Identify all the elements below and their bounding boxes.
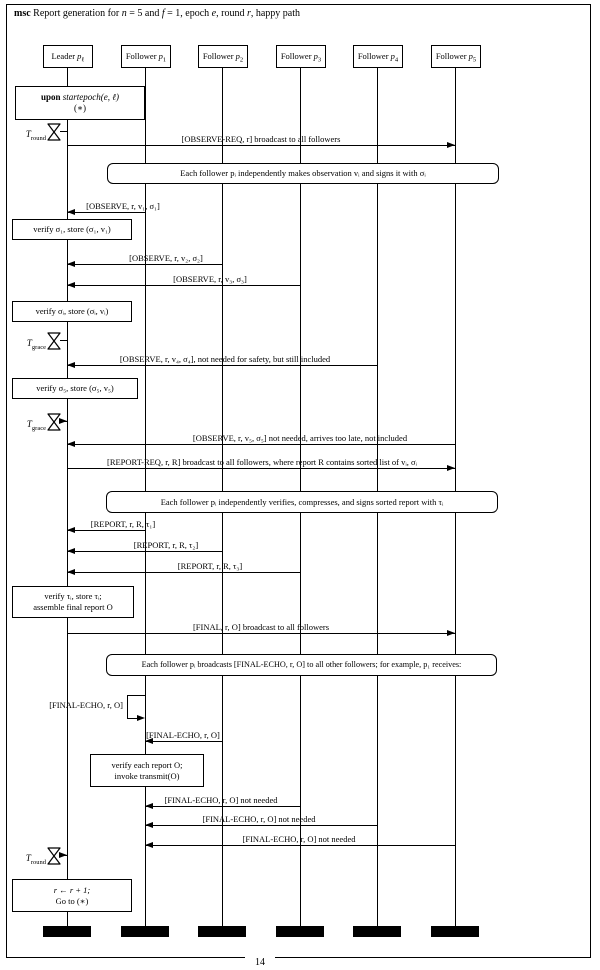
action-next-round: r ← r + 1; Go to (∗) <box>12 879 132 912</box>
msc-title: msc Report generation for n = 5 and f = … <box>14 8 301 19</box>
message-label: [FINAL-ECHO, r, O] <box>49 700 123 710</box>
hourglass-icon <box>47 123 61 141</box>
participant-follower2: Follower p2 <box>198 45 248 68</box>
message-label: [REPORT, r, R, τ₂] <box>133 540 199 550</box>
participant-follower5: Follower p5 <box>431 45 481 68</box>
message-label: [FINAL-ECHO, r, O] not needed <box>202 814 316 824</box>
note-observation: Each follower pᵢ independently makes obs… <box>107 163 499 184</box>
hourglass-icon <box>47 413 61 431</box>
message-label: [FINAL-ECHO, r, O] not needed <box>242 834 356 844</box>
msc-keyword: msc <box>14 8 31 19</box>
participant-follower3: Follower p3 <box>276 45 326 68</box>
hourglass-icon <box>47 847 61 865</box>
message-label: [OBSERVE, r, v₁, σ₁] <box>86 201 160 211</box>
message-label: [REPORT, r, R, τ₁] <box>90 519 156 529</box>
lifeline-leader <box>67 67 68 926</box>
message-label: [REPORT-REQ, r, R] broadcast to all foll… <box>106 457 418 467</box>
action-verify-sigma5: verify σ₅, store (σ₅, v₅) <box>12 378 138 399</box>
lifeline-end-bar <box>353 926 401 937</box>
note-report-signing: Each follower pᵢ independently verifies,… <box>106 491 498 513</box>
participant-follower1: Follower p1 <box>121 45 171 68</box>
message-label: [OBSERVE, r, v₃, σ₃] <box>173 274 247 284</box>
action-verify-sigmai: verify σᵢ, store (σᵢ, vᵢ) <box>12 301 132 322</box>
message-label: [OBSERVE, r, v₅, σ₅] not needed, arrives… <box>192 433 408 443</box>
lifeline-end-bar <box>43 926 91 937</box>
action-verify-sigma1: verify σ₁, store (σ₁, v₁) <box>12 219 132 240</box>
message-label: [FINAL, r, O] broadcast to all followers <box>192 622 330 632</box>
participant-follower4: Follower p4 <box>353 45 403 68</box>
lifeline-end-bar <box>276 926 324 937</box>
lifeline-end-bar <box>198 926 246 937</box>
lifeline-end-bar <box>431 926 479 937</box>
action-p1-verify-transmit: verify each report O; invoke transmit(O) <box>90 754 204 787</box>
message-label: [REPORT, r, R, τ₃] <box>177 561 243 571</box>
participant-leader: Leader pℓ <box>43 45 93 68</box>
message-label: [FINAL-ECHO, r, O] not needed <box>164 795 278 805</box>
hourglass-icon <box>47 332 61 350</box>
note-final-echo: Each follower pᵢ broadcasts [FINAL-ECHO,… <box>106 654 497 676</box>
msc-frame <box>6 4 591 958</box>
page-number: 14 <box>245 957 275 968</box>
message-label: [OBSERVE-REQ, r] broadcast to all follow… <box>181 134 341 144</box>
action-upon-startepoch: upon startepoch(e, ℓ) (∗) <box>15 86 145 120</box>
message-label: [FINAL-ECHO, r, O] <box>146 730 220 740</box>
message-label: [OBSERVE, r, v₄, σ₄], not needed for saf… <box>119 354 331 364</box>
action-verify-tau: verify τᵢ, store τᵢ; assemble final repo… <box>12 586 134 618</box>
lifeline-end-bar <box>121 926 169 937</box>
message-label: [OBSERVE, r, v₂, σ₂] <box>129 253 203 263</box>
